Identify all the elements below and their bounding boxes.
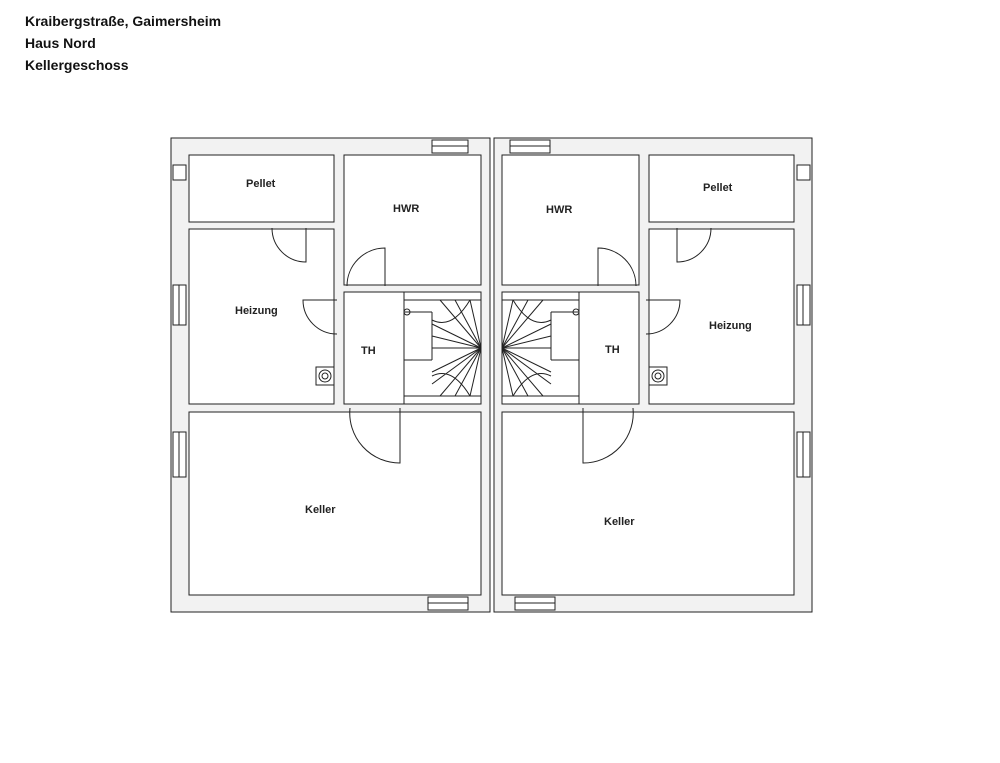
left-door-heizung-th — [302, 299, 338, 335]
left-window-pellet — [172, 164, 187, 181]
right-door-heizung — [676, 227, 712, 263]
floor-name: Kellergeschoss — [25, 57, 129, 73]
right-stairs — [501, 291, 580, 405]
left-stairs — [403, 291, 482, 405]
right-label-heizung: Heizung — [709, 320, 752, 332]
left-door-hwr — [346, 247, 386, 287]
right-room-hwr — [501, 154, 640, 286]
left-room-pellet — [188, 154, 335, 223]
left-label-heizung: Heizung — [235, 305, 278, 317]
right-unit: Pellet HWR Heizung TH Keller — [493, 137, 813, 613]
left-label-keller: Keller — [305, 504, 336, 516]
right-door-keller — [582, 407, 634, 464]
plan-header: Kraibergstraße, Gaimersheim Haus Nord Ke… — [25, 10, 221, 76]
right-label-pellet: Pellet — [703, 182, 733, 194]
left-room-keller — [188, 411, 482, 596]
left-label-hwr: HWR — [393, 203, 419, 215]
house-name: Haus Nord — [25, 35, 96, 51]
left-room-heizung — [188, 228, 335, 405]
left-door-heizung — [271, 227, 307, 263]
left-label-pellet: Pellet — [246, 178, 276, 190]
address-title: Kraibergstraße, Gaimersheim — [25, 13, 222, 29]
right-chimney — [648, 366, 668, 386]
right-door-heizung-th — [645, 299, 681, 335]
right-room-pellet — [648, 154, 795, 223]
left-room-hwr — [343, 154, 482, 286]
right-room-keller — [501, 411, 795, 596]
right-window-pellet — [796, 164, 811, 181]
right-label-hwr: HWR — [546, 204, 572, 216]
left-label-th: TH — [361, 345, 376, 357]
left-door-keller — [349, 407, 401, 464]
left-chimney — [315, 366, 335, 386]
right-door-hwr — [597, 247, 637, 287]
left-unit: Pellet HWR Heizung TH Keller — [170, 137, 491, 613]
right-label-keller: Keller — [604, 516, 635, 528]
right-label-th: TH — [605, 344, 620, 356]
right-room-heizung — [648, 228, 795, 405]
